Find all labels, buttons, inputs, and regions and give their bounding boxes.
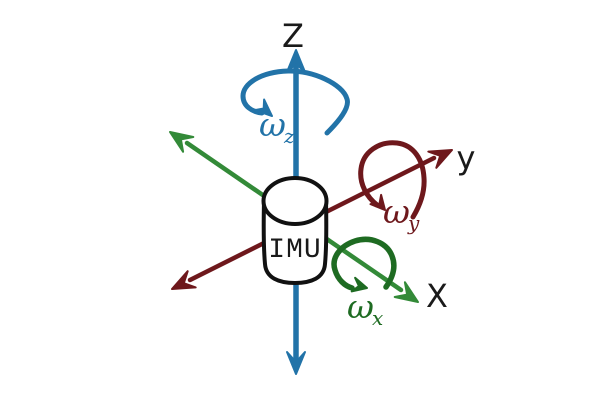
z-axis-arrowhead-up-icon (286, 49, 306, 73)
x-rotation-arrowhead-icon (350, 276, 368, 293)
y-rotation-arc (358, 140, 427, 220)
z-axis-arrowhead-down-icon (286, 351, 306, 375)
y-axis-label: y (457, 139, 476, 177)
omega-y-subscript: y (407, 211, 420, 235)
z-rotation-arc (240, 68, 350, 136)
x-rotation-arrow (331, 236, 397, 293)
z-axis-label: Z (282, 17, 304, 55)
x-axis-label: X (426, 277, 448, 315)
x-axis-arrowhead-downright-icon (393, 281, 419, 303)
omega-y-label: ω y (383, 192, 420, 235)
y-rotation-arrowhead-icon (369, 193, 386, 211)
y-rotation-arrow (358, 140, 427, 220)
omega-x-subscript: x (372, 306, 383, 330)
omega-z-subscript: z (283, 124, 295, 148)
z-rotation-arrow (240, 68, 350, 136)
imu-cylinder: IMU (261, 176, 329, 285)
x-rotation-arc (331, 236, 397, 291)
y-axis-arrowhead-upright-icon (427, 149, 453, 169)
omega-z-symbol: ω (259, 105, 286, 144)
y-axis-arrowhead-downleft-icon (171, 270, 197, 290)
omega-x-symbol: ω (347, 287, 374, 326)
omega-z-label: ω z (259, 105, 295, 148)
x-axis-arrowhead-upleft-icon (169, 131, 195, 153)
imu-cylinder-top (261, 176, 329, 226)
omega-x-label: ω x (347, 287, 383, 330)
imu-label: IMU (268, 235, 321, 266)
z-rotation-arrowhead-icon (253, 98, 273, 117)
omega-y-symbol: ω (383, 192, 410, 231)
